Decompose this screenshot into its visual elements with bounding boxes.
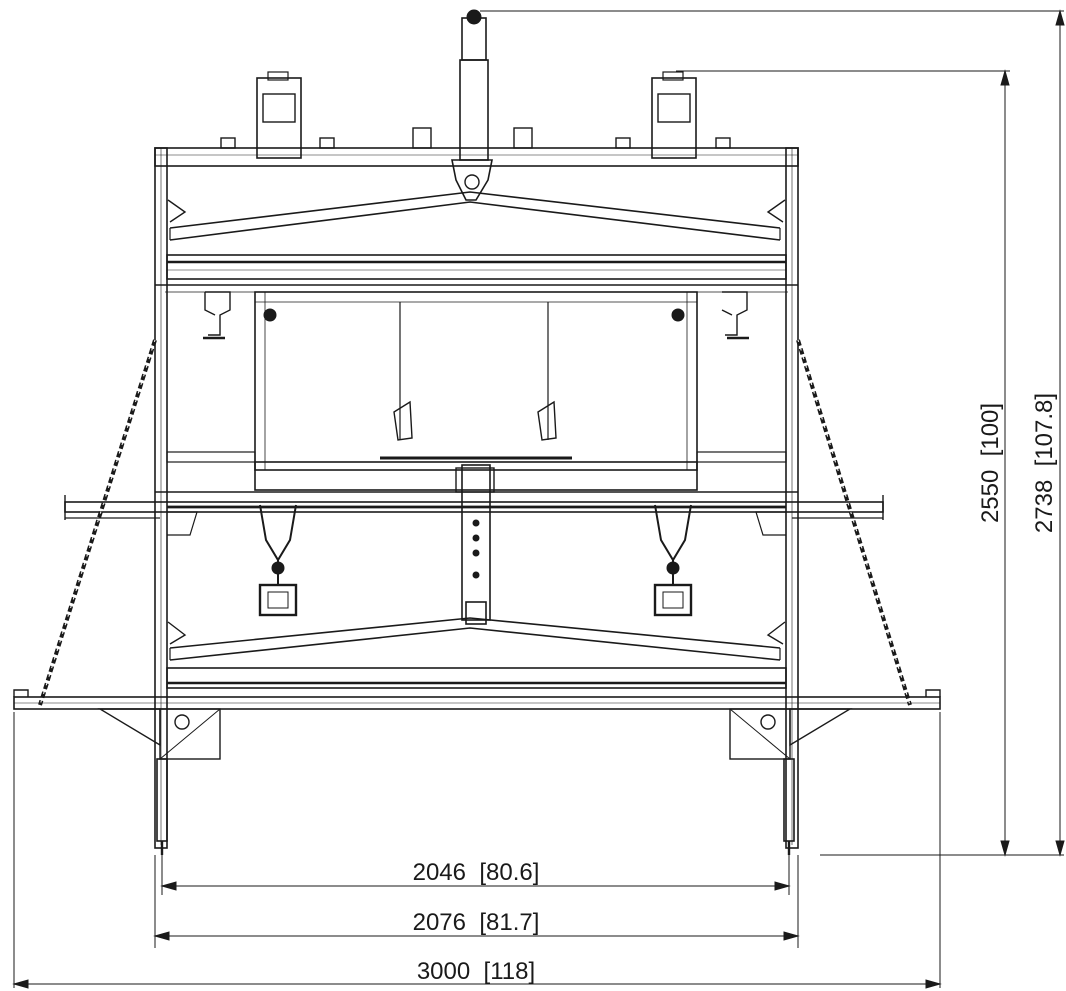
- dim-height-frame: 2550 [100]: [977, 403, 1004, 523]
- dim-width-overall: 3000 [118]: [417, 958, 535, 985]
- upper-rail: [166, 254, 787, 280]
- left-leg: [156, 758, 168, 842]
- dimension-lines: [12, 9, 1065, 989]
- top-beam: [154, 147, 799, 167]
- right-cradle: [653, 504, 693, 617]
- center-column: [461, 464, 491, 621]
- dim-width-inner: 2046 [80.6]: [413, 859, 540, 886]
- top-right-box: [651, 71, 697, 159]
- top-left-box: [256, 71, 302, 159]
- machine-frame: [13, 9, 941, 855]
- inner-cage: [254, 291, 698, 491]
- upper-truss: [169, 159, 781, 241]
- lower-truss: [169, 617, 781, 661]
- dim-width-frame: 2076 [81.7]: [413, 909, 540, 936]
- left-cradle: [258, 504, 298, 617]
- dim-height-overall: 2738 [107.8]: [1031, 393, 1058, 533]
- top-column: [459, 59, 489, 161]
- top-fittings: [220, 127, 731, 149]
